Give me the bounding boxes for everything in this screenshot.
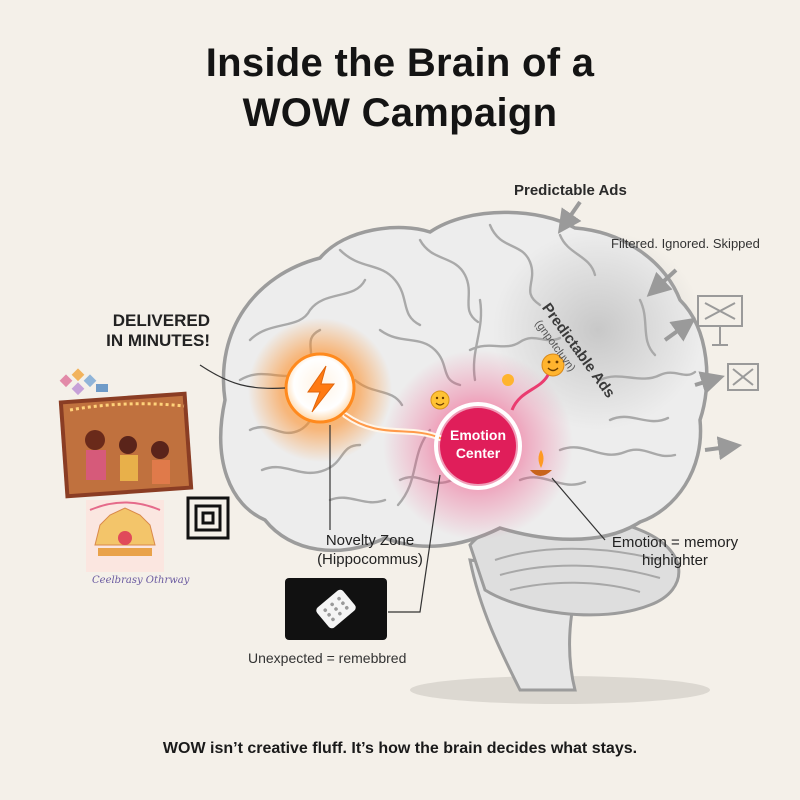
emotion-center-ring: [434, 402, 522, 490]
emotion-center-label: Emotion Center: [438, 426, 518, 462]
family-photo-card: [58, 391, 194, 499]
footer-tagline: WOW isn’t creative fluff. It’s how the b…: [162, 740, 638, 757]
filtered-label: Filtered. Ignored. Skipped: [611, 236, 760, 251]
arrow-out-2: [694, 371, 725, 395]
emotion-center: [440, 408, 516, 484]
arrow-in-1: [557, 200, 582, 234]
smiley-face-icon: [430, 390, 450, 410]
novelty-line-1: Novelty Zone: [325, 532, 415, 549]
leader-emotion-memory: [551, 477, 606, 541]
novelty-zone-label: Novelty Zone (Hippocommus): [300, 531, 440, 569]
delivered-line-2: IN MINUTES!: [106, 331, 210, 350]
leader-unexpected: [388, 474, 441, 613]
smiley-face-icon-2: [541, 353, 565, 377]
page-title: Inside the Brain of a WOW Campaign: [0, 38, 800, 138]
festive-temple-card: [86, 500, 164, 572]
emotion-memory-label: Emotion = memory highighter: [600, 534, 750, 570]
predictable-ads-label: Predictable Ads: [514, 182, 627, 199]
heart-face-icon: [502, 374, 514, 386]
leader-lines: [199, 364, 606, 613]
unexpected-ad-card: [285, 578, 387, 640]
emotion-memory-line-1: Emotion = memory: [611, 534, 739, 551]
title-line-1: Inside the Brain of a: [205, 41, 595, 85]
arrow-out-1: [663, 317, 696, 342]
emotion-center-line-2: Center: [455, 445, 501, 461]
billboard-icon-2: [727, 363, 759, 391]
card-caption: Ceelbrasy Othrway: [92, 575, 190, 586]
square-target-icon: [186, 496, 230, 540]
cerebellum-folds: [494, 547, 661, 593]
lightning-bolt-icon: [307, 365, 336, 413]
incoming-arrows: [557, 200, 743, 461]
emoji-trail: [510, 374, 550, 411]
delivered-label: DELIVERED IN MINUTES!: [90, 311, 210, 351]
decorative-tiles: [59, 368, 108, 396]
arrow-out-3: [704, 436, 743, 461]
unexpected-label: Unexpected = remebbred: [248, 650, 407, 666]
leader-delivered: [199, 364, 286, 389]
emotion-center-line-1: Emotion: [450, 427, 506, 443]
title-line-2: WOW Campaign: [242, 91, 558, 135]
novelty-line-2: (Hippocommus): [317, 551, 423, 568]
pill-card-icon: [316, 589, 356, 629]
delivered-line-1: DELIVERED: [112, 311, 210, 330]
emotion-memory-line-2: highighter: [642, 552, 708, 569]
arrow-in-2: [646, 268, 678, 297]
diya-lamp-icon: [530, 450, 552, 476]
billboard-icon: [697, 295, 743, 346]
